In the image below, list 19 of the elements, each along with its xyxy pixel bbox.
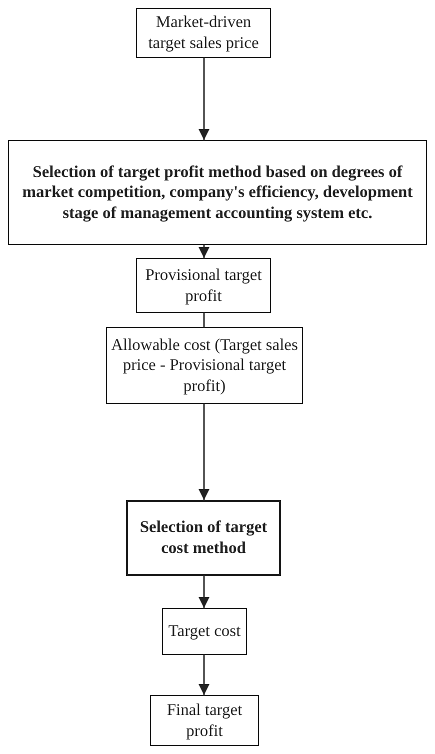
- process-box: [136, 8, 271, 58]
- process-box: [150, 695, 259, 746]
- box-text: Target cost: [168, 621, 241, 642]
- arrow: [198, 655, 210, 695]
- box-text: Provisional target profit: [144, 264, 263, 306]
- box-text: Selection of target cost method: [138, 517, 268, 559]
- process-box: [8, 140, 427, 245]
- arrow: [198, 404, 210, 500]
- box-text: Selection of target profit method based on degrees of market competition, company's efficiency, development stage of management accounting system etc.: [21, 162, 414, 224]
- box-text: Market-driven target sales price: [147, 12, 260, 54]
- process-box: [106, 327, 303, 404]
- arrow: [198, 245, 210, 258]
- arrow: [198, 58, 210, 140]
- process-box: [162, 608, 247, 655]
- arrow: [198, 576, 210, 608]
- process-box: [126, 500, 281, 576]
- process-box: [136, 258, 271, 313]
- box-text: Allowable cost (Target sales price - Provisional target profit): [111, 334, 298, 396]
- box-text: Final target profit: [166, 700, 244, 742]
